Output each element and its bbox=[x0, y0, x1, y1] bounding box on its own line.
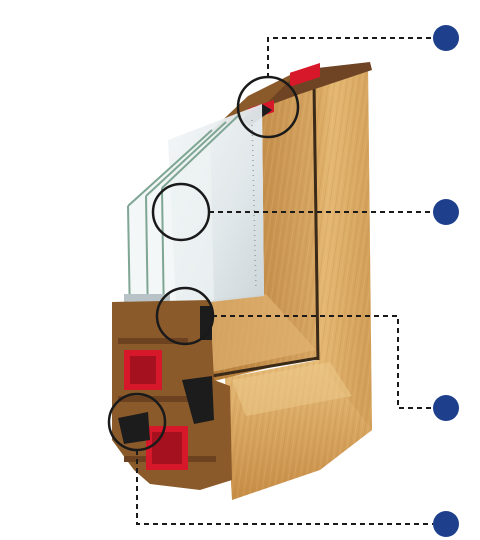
marker-dot-1[interactable] bbox=[433, 25, 459, 51]
leader-lines bbox=[136, 37, 433, 525]
marker-dot-3[interactable] bbox=[433, 395, 459, 421]
marker-dot-4[interactable] bbox=[433, 511, 459, 537]
wood-frame bbox=[205, 62, 372, 500]
marker-dot-2[interactable] bbox=[433, 199, 459, 225]
markers bbox=[433, 25, 459, 537]
triple-glazing bbox=[124, 104, 264, 325]
gasket-upper bbox=[182, 376, 214, 424]
pvc-profile bbox=[112, 300, 232, 490]
gasket-lower bbox=[118, 412, 150, 444]
leader-line-1 bbox=[267, 37, 433, 78]
leader-line-4 bbox=[136, 450, 433, 525]
leader-line-3 bbox=[212, 315, 433, 409]
